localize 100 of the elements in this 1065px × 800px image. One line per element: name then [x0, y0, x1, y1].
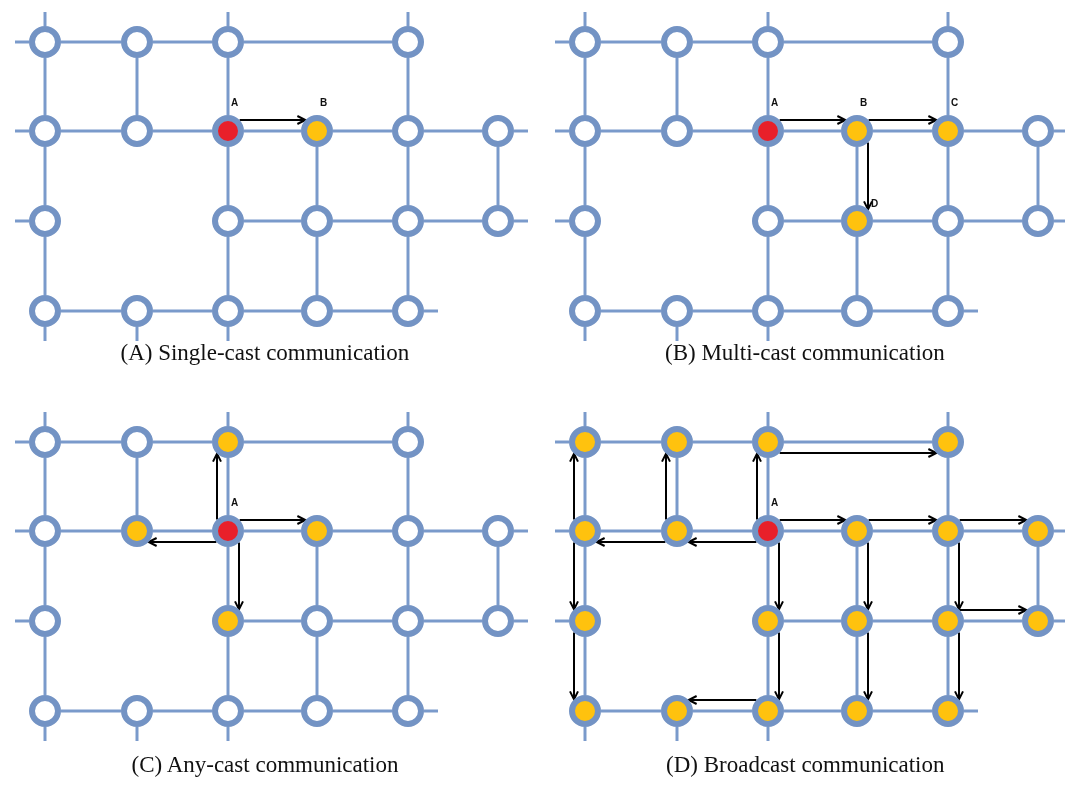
grid-link: [766, 237, 770, 295]
arrow: [863, 541, 873, 611]
grid-link: [406, 547, 410, 605]
network-node: [841, 695, 873, 727]
grid-link: [333, 619, 392, 623]
network-node: [932, 695, 964, 727]
grid-link: [406, 637, 410, 695]
network-node: [212, 205, 244, 237]
grid-link: [946, 458, 950, 515]
grid-link: [424, 129, 482, 133]
grid-link: [583, 237, 587, 295]
network-node: [212, 515, 244, 547]
grid-link: [693, 129, 752, 133]
arrow: [238, 115, 307, 125]
arrow: [569, 541, 579, 611]
network-node: [932, 26, 964, 58]
network-node: [752, 205, 784, 237]
arrow: [778, 515, 847, 525]
network-node: [752, 295, 784, 327]
network-node: [661, 115, 693, 147]
grid-link: [333, 219, 392, 223]
node-label: C: [951, 98, 959, 108]
grid-link: [784, 529, 841, 533]
grid-link: [946, 237, 950, 295]
grid-link: [226, 458, 230, 515]
grid-link: [693, 709, 752, 713]
grid-link: [784, 709, 841, 713]
network-node: [752, 26, 784, 58]
grid-link: [61, 709, 121, 713]
node-label: D: [871, 199, 879, 209]
network-node: [752, 695, 784, 727]
network-node: [212, 426, 244, 458]
grid-link: [333, 529, 392, 533]
grid-link: [964, 129, 1022, 133]
grid-link: [946, 547, 950, 605]
arrow: [867, 115, 938, 125]
grid-link: [244, 309, 301, 313]
grid-link: [693, 309, 752, 313]
grid-link: [784, 440, 932, 444]
arrow: [234, 541, 244, 611]
network-node: [482, 205, 514, 237]
grid-link: [153, 309, 212, 313]
grid-link: [43, 547, 47, 605]
grid-link: [226, 147, 230, 205]
network-node: [1022, 205, 1054, 237]
grid-link: [855, 237, 859, 295]
grid-link: [784, 619, 841, 623]
arrow: [954, 541, 964, 611]
grid-link: [583, 147, 587, 205]
grid-link: [766, 147, 770, 205]
network-node: [569, 605, 601, 637]
arrow: [774, 631, 784, 701]
network-node: [841, 515, 873, 547]
network-node: [301, 605, 333, 637]
arrow: [863, 631, 873, 701]
network-node: [121, 695, 153, 727]
grid-link: [601, 529, 661, 533]
network-node: [121, 295, 153, 327]
grid-link: [855, 547, 859, 605]
grid-link: [424, 619, 482, 623]
network-node: [932, 205, 964, 237]
grid-link: [693, 440, 752, 444]
network-node: [301, 295, 333, 327]
arrow: [958, 605, 1028, 615]
grid-link: [244, 709, 301, 713]
node-label: A: [771, 98, 779, 108]
grid-link: [583, 547, 587, 605]
network-node: [29, 695, 61, 727]
arrow: [778, 115, 847, 125]
grid-link: [946, 637, 950, 695]
network-node: [932, 605, 964, 637]
grid-link: [406, 237, 410, 295]
network-node: [29, 295, 61, 327]
network-node: [392, 295, 424, 327]
grid-link: [61, 309, 121, 313]
grid-link: [153, 529, 212, 533]
network-node: [29, 205, 61, 237]
grid-link: [601, 40, 661, 44]
arrow: [954, 631, 964, 701]
network-node: [841, 115, 873, 147]
network-node: [569, 515, 601, 547]
grid-link: [226, 637, 230, 695]
network-node: [482, 515, 514, 547]
grid-link: [766, 458, 770, 515]
grid-link: [964, 619, 1022, 623]
grid-link: [583, 458, 587, 515]
network-node: [392, 695, 424, 727]
network-node: [392, 515, 424, 547]
network-node: [121, 26, 153, 58]
grid-link: [153, 129, 212, 133]
network-node: [392, 115, 424, 147]
network-node: [301, 515, 333, 547]
panel-caption: (B) Multi-cast communication: [665, 340, 945, 366]
grid-link: [424, 219, 482, 223]
network-node: [29, 115, 61, 147]
panel-caption: (A) Single-cast communication: [120, 340, 410, 366]
grid-link: [964, 529, 1022, 533]
grid-link: [244, 129, 301, 133]
node-label: A: [231, 98, 239, 108]
network-node: [301, 115, 333, 147]
